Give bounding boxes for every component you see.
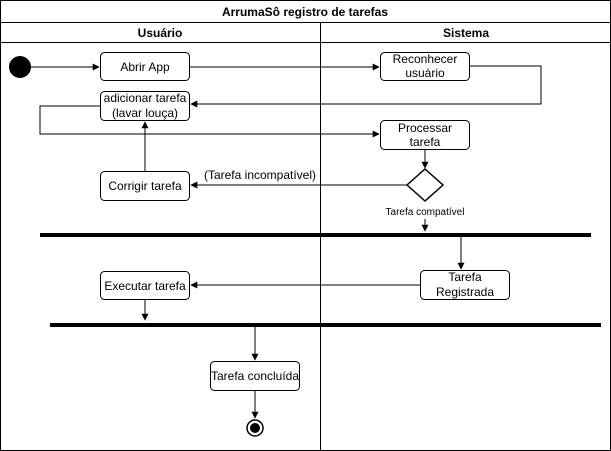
action-adicionar-tarefa <box>100 91 190 121</box>
initial-node <box>9 56 31 78</box>
action-corrigir-tarefa <box>100 171 190 201</box>
action-executar-tarefa-label: Executar tarefa <box>104 279 186 293</box>
decision-node <box>405 167 445 203</box>
edge-label-compativel: Tarefa compatível <box>386 207 465 218</box>
action-tarefa-concluida-label: Tarefa concluída <box>211 369 299 383</box>
action-reconhecer-usuario-label-line2: usuário <box>405 66 445 80</box>
action-tarefa-registrada <box>420 270 510 300</box>
lane-sistema-header: Sistema <box>443 26 489 40</box>
action-corrigir-tarefa-label: Corrigir tarefa <box>108 179 182 193</box>
action-reconhecer-usuario-label-line1: Reconhecer <box>393 52 458 66</box>
join-bar-2 <box>50 323 601 327</box>
fork-bar-1 <box>40 233 591 237</box>
action-tarefa-concluida <box>210 361 300 391</box>
action-processar-tarefa <box>380 120 470 150</box>
edge-adicionar-to-processar <box>39 105 380 138</box>
action-adicionar-tarefa-label-line1: adicionar tarefa <box>104 91 187 105</box>
final-node-core <box>250 423 260 433</box>
action-tarefa-registrada-label-line1: Tarefa <box>448 270 482 284</box>
action-abrir-app <box>100 52 190 81</box>
lane-usuario-header: Usuário <box>138 26 183 40</box>
action-tarefa-registrada-label-line2: Registrada <box>436 285 494 299</box>
action-executar-tarefa <box>100 271 190 300</box>
edge-reconhecer-to-adicionar <box>190 65 542 108</box>
edge-label-incompativel: (Tarefa incompatível) <box>204 168 316 182</box>
action-reconhecer-usuario <box>380 52 470 81</box>
action-adicionar-tarefa-label-line2: (lavar louça) <box>112 106 178 120</box>
action-abrir-app-label: Abrir App <box>120 60 170 74</box>
diagram-title: ArrumaSô registro de tarefas <box>222 5 388 19</box>
action-processar-tarefa-label-line1: Processar <box>398 121 452 135</box>
action-processar-tarefa-label-line2: tarefa <box>410 135 441 149</box>
